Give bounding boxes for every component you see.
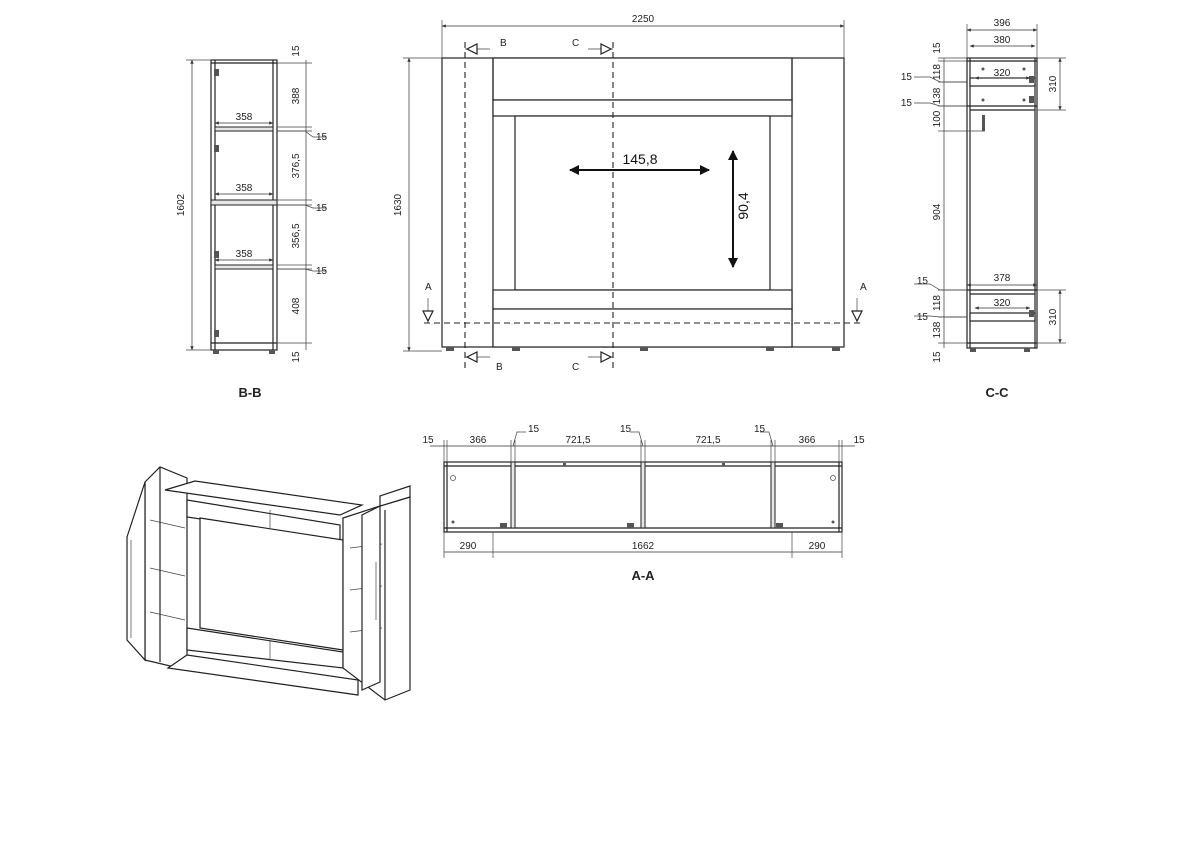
- cut-label-b-bottom: B: [496, 362, 503, 373]
- cc-dim-310-top: 310: [1048, 75, 1059, 92]
- foot-icon: [512, 347, 520, 351]
- bb-shelf: [210, 199, 278, 206]
- bb-width-3: 358: [236, 249, 253, 260]
- front-bottom-box: [492, 308, 793, 348]
- screen-height: 90,4: [735, 192, 751, 219]
- section-cc: 396 380 320 378 320 15 15 118 15 138 100…: [901, 18, 1066, 400]
- bb-shelf-thk-3: 15: [316, 266, 328, 277]
- hinge-icon: [500, 523, 507, 528]
- cc-width-320-top: 320: [994, 68, 1011, 79]
- bb-width-1: 358: [236, 112, 253, 123]
- bb-shelf-thk-2: 15: [316, 203, 328, 214]
- cc-dim-118-bottom: 118: [932, 295, 943, 311]
- front-overall-height: 1630: [393, 193, 404, 216]
- aa-top-366-b: 366: [799, 435, 816, 446]
- front-view: 2250 1630 145,8 90,4 B B C C A: [393, 14, 867, 373]
- aa-bottom-1662: 1662: [632, 541, 655, 552]
- bb-h-bottom: 15: [291, 351, 302, 363]
- aa-top-15-d: 15: [754, 424, 766, 435]
- bb-h-2: 376,5: [291, 153, 302, 178]
- bb-h-top: 15: [291, 45, 302, 57]
- cc-dim-shelf-15-d: 15: [917, 312, 929, 323]
- section-aa: 15 366 15 721,5 15 721,5 15 366 15 290 1…: [422, 424, 865, 583]
- hinge-icon: [1029, 310, 1034, 317]
- aa-top-15-b: 15: [528, 424, 540, 435]
- aa-top-15-a: 15: [422, 435, 434, 446]
- bb-width-2: 358: [236, 183, 253, 194]
- cc-dim-138-bottom: 138: [932, 321, 943, 338]
- foot-icon: [213, 350, 219, 354]
- hinge-icon: [214, 69, 219, 76]
- front-top-shelf: [492, 99, 793, 117]
- cc-dim-bottom-15: 15: [932, 351, 943, 363]
- tv-opening: [514, 115, 771, 291]
- cc-dim-138-top: 138: [932, 87, 943, 104]
- cut-label-b-top: B: [500, 38, 507, 49]
- hinge-icon: [776, 523, 783, 528]
- bb-h-3: 356,5: [291, 223, 302, 248]
- cc-dim-shelf-15-b: 15: [901, 98, 913, 109]
- aa-top-15-e: 15: [853, 435, 865, 446]
- cut-label-c-bottom: C: [572, 362, 579, 373]
- bb-h-1: 388: [291, 87, 302, 104]
- bb-h-4: 408: [291, 297, 302, 314]
- iso-tv-opening: [199, 517, 344, 651]
- cut-label-a-left: A: [425, 282, 432, 293]
- iso-top-panel: [164, 480, 365, 516]
- bb-shelf-thk-1: 15: [316, 132, 328, 143]
- cc-dim-118-top: 118: [932, 64, 943, 80]
- cc-width-320-bottom: 320: [994, 298, 1011, 309]
- cc-width-380: 380: [994, 35, 1011, 46]
- cc-width-378: 378: [994, 273, 1011, 284]
- bracket-icon: [982, 115, 985, 131]
- cc-dim-310-bottom: 310: [1048, 308, 1059, 325]
- section-label-cc: C-C: [985, 385, 1009, 400]
- foot-icon: [269, 350, 275, 354]
- front-top-box: [492, 57, 793, 101]
- cut-label-c-top: C: [572, 38, 579, 49]
- aa-top-721-a: 721,5: [565, 435, 590, 446]
- hinge-icon: [1029, 76, 1034, 83]
- foot-icon: [446, 347, 454, 351]
- hinge-icon: [214, 251, 219, 258]
- foot-icon: [970, 348, 976, 352]
- cc-dim-top-15: 15: [932, 42, 943, 54]
- aa-top-721-b: 721,5: [695, 435, 720, 446]
- section-label-bb: B-B: [238, 385, 261, 400]
- cut-label-a-right: A: [860, 282, 867, 293]
- bb-shelf: [214, 264, 274, 270]
- bb-shelf: [214, 126, 274, 132]
- foot-icon: [832, 347, 840, 351]
- section-label-aa: A-A: [631, 568, 655, 583]
- front-overall-width: 2250: [632, 14, 655, 25]
- hinge-icon: [214, 330, 219, 337]
- aa-bottom-290-a: 290: [460, 541, 477, 552]
- cc-dim-100: 100: [932, 110, 943, 127]
- aa-top-15-c: 15: [620, 424, 632, 435]
- cc-dim-shelf-15-a: 15: [901, 72, 913, 83]
- front-bottom-shelf: [492, 289, 793, 310]
- foot-icon: [1024, 348, 1030, 352]
- cc-dim-shelf-15-c: 15: [917, 276, 929, 287]
- aa-bottom-290-b: 290: [809, 541, 826, 552]
- iso-right-door: [361, 505, 381, 691]
- hinge-icon: [214, 145, 219, 152]
- cc-width-396: 396: [994, 18, 1011, 29]
- foot-icon: [766, 347, 774, 351]
- hinge-icon: [1029, 96, 1034, 103]
- aa-top-366-a: 366: [470, 435, 487, 446]
- foot-icon: [640, 347, 648, 351]
- bb-total-height: 1602: [176, 193, 187, 216]
- section-bb: 1602 358 358 358 15 388 376,5 356,5 408 …: [176, 45, 328, 400]
- iso-left-door: [126, 481, 146, 662]
- isometric-view: [126, 466, 411, 701]
- screen-width: 145,8: [622, 151, 657, 167]
- hinge-icon: [627, 523, 634, 528]
- cc-dim-904: 904: [932, 203, 943, 220]
